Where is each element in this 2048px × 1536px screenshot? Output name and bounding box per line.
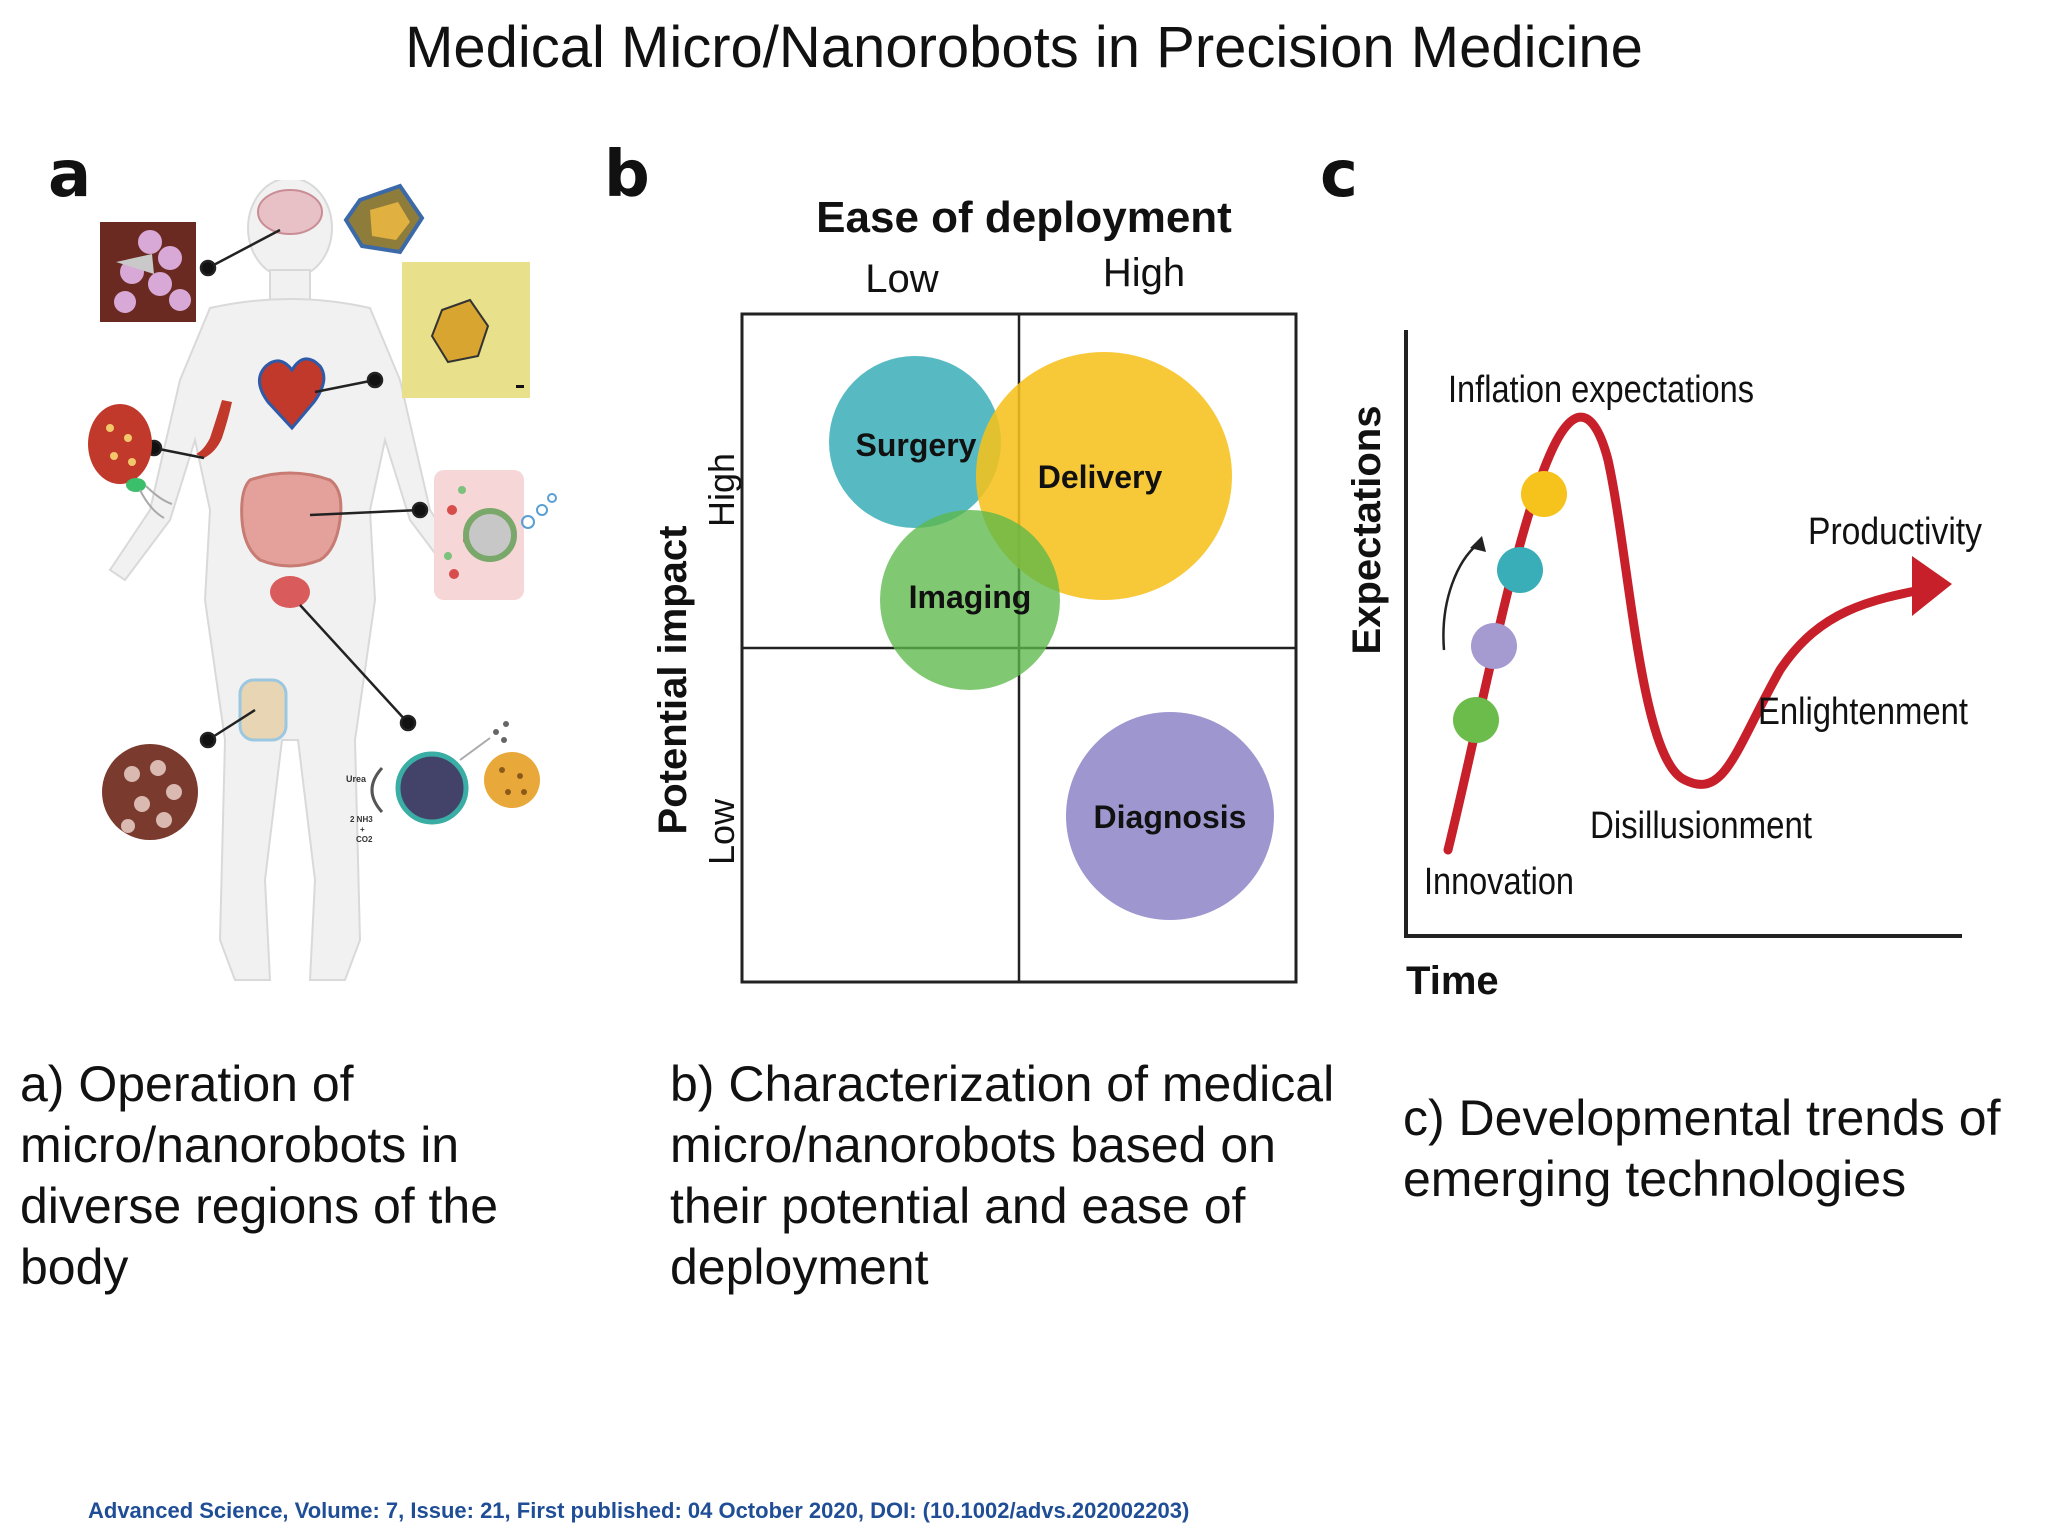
panel-b-caption: b) Characterization of medical micro/nan… — [670, 1056, 1335, 1295]
brain-icon — [257, 189, 323, 235]
porous-microsphere-icon — [102, 744, 198, 840]
urea-label: Urea — [346, 774, 367, 784]
expectations-curve — [1443, 412, 1935, 855]
heart-microrobot-inset — [402, 262, 530, 398]
y-axis-title: Potential impact — [651, 526, 695, 835]
co2-label: CO2 — [356, 835, 373, 844]
x-low-label: Low — [865, 257, 938, 301]
stage-dot-3 — [1497, 547, 1543, 593]
bubble-label-imaging: Imaging — [909, 579, 1032, 615]
knee-joint-icon — [238, 678, 288, 742]
heart-icon — [258, 357, 326, 431]
bubble-surgery — [829, 356, 1001, 528]
panel-b-letter: b — [604, 138, 650, 212]
blood-vessel-icon — [196, 400, 232, 458]
panel-c-caption: c) Developmental trends of emerging tech… — [1403, 1090, 2001, 1207]
bubble-delivery — [976, 352, 1232, 600]
deployment-impact-matrix: Ease of deployment Low High Potential im… — [651, 193, 1298, 984]
blood-microrobot-icon — [88, 404, 173, 519]
stage-label-end: Productivity — [1808, 511, 1982, 553]
panel-a-letter: a — [48, 138, 92, 212]
stage-dot-4 — [1521, 471, 1567, 517]
stage-label-trough: Disillusionment — [1590, 805, 1812, 847]
brain-nanorobot-inset — [100, 222, 196, 322]
bubble-label-diagnosis: Diagnosis — [1094, 799, 1247, 835]
y-low-label: Low — [701, 798, 742, 865]
bubble-imaging — [880, 510, 1060, 690]
x-axis-title: Ease of deployment — [816, 193, 1232, 242]
panel-a-caption: a) Operation of micro/nanorobots in dive… — [20, 1056, 499, 1295]
citation: Advanced Science, Volume: 7, Issue: 21, … — [88, 1498, 1190, 1523]
bubble-diagnosis — [1066, 712, 1274, 920]
stage-label-peak: Inflation expectations — [1448, 369, 1754, 411]
momentum-arrowhead — [1470, 536, 1486, 552]
stage-dot-1 — [1453, 697, 1499, 743]
hype-cycle-diagram: Expectations Time Inflation expectations… — [1345, 330, 1982, 1003]
plus-label: + — [360, 825, 365, 834]
yellow-microparticle-icon — [484, 752, 540, 808]
ammonia-label: 2 NH3 — [350, 815, 373, 824]
y-high-label: High — [701, 453, 742, 527]
intestine-icon — [240, 471, 343, 568]
stage-dot-2 — [1471, 623, 1517, 669]
body-illustration: Urea 2 NH3 + CO2 — [88, 180, 557, 981]
productivity-arrowhead — [1912, 556, 1952, 616]
c-x-axis-title: Time — [1406, 959, 1499, 1003]
urease-micromotor-icon: Urea 2 NH3 + CO2 — [346, 721, 509, 844]
gut-microrobot-inset — [434, 470, 557, 600]
stage-label-slope: Enlightenment — [1758, 691, 1968, 733]
page-title: Medical Micro/Nanorobots in Precision Me… — [405, 15, 1643, 80]
panel-c-letter: c — [1320, 138, 1358, 212]
c-y-axis-title: Expectations — [1345, 406, 1389, 655]
x-high-label: High — [1103, 251, 1185, 295]
cage-microrobot-icon — [343, 183, 425, 255]
bubble-label-delivery: Delivery — [1038, 459, 1163, 495]
bubble-label-surgery: Surgery — [856, 427, 977, 463]
momentum-arrow — [1442, 543, 1479, 651]
stage-label-start: Innovation — [1424, 861, 1574, 903]
bladder-icon — [270, 576, 310, 608]
